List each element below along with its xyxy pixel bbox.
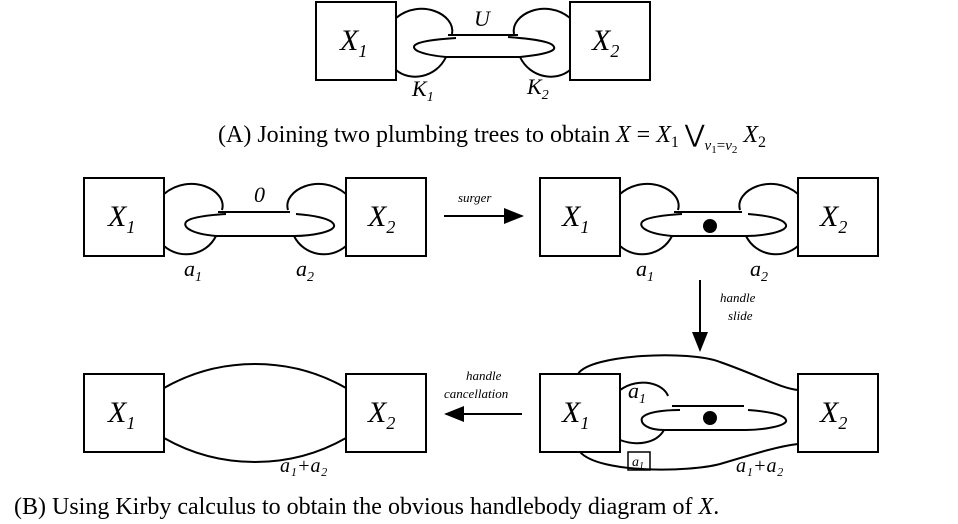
x1-box-b2 [539,177,621,257]
x2-box-b4 [345,373,427,453]
k1-label: K1 [411,76,434,105]
x2-box-b2 [797,177,879,257]
x1-label-b4: X1 [107,396,135,433]
k1-strand [395,7,454,78]
a1-framing-box [627,451,651,471]
caption-b: (B) Using Kirby calculus to obtain the o… [14,494,719,520]
a2-label-b1: a2 [296,256,314,285]
u-label: U [474,6,492,31]
x1-box-b4 [83,373,165,453]
x2-label-b4: X2 [367,396,395,433]
caption-a: (A) Joining two plumbing trees to obtain… [218,122,766,156]
x1-label-b2: X1 [561,200,589,237]
x1-box-a [315,1,397,81]
step-original [83,177,427,257]
x2-box-a [569,1,651,81]
surger-label: surger [458,190,492,205]
k2-strand [512,7,571,78]
sum-label-b3: a₁+a₂ [736,455,783,477]
a1-label-b1: a1 [184,256,202,285]
a2-label-b2: a2 [750,256,768,285]
a1-label-b2: a1 [636,256,654,285]
handle-cancellation-label-1: handle [466,368,502,383]
zero-label: 0 [254,182,265,207]
x1-label-a: X1 [339,24,367,61]
handle-slide-label-1: handle [720,290,756,305]
dotted-circle-top [703,219,717,233]
dotted-circle-bottom [703,411,717,425]
k2-label: K2 [526,74,549,103]
x2-label-a: X2 [591,24,619,61]
x2-box-b3 [797,373,879,453]
a1-label-b3: a1 [628,378,646,407]
handle-cancellation-label-2: cancellation [444,386,508,401]
step-final [83,363,427,463]
x2-label-b1: X2 [367,200,395,237]
a1-box-label: a1 [632,455,644,472]
step-slid [539,354,879,471]
x1-label-b1: X1 [107,200,135,237]
x2-box-b1 [345,177,427,257]
x2-label-b3: X2 [819,396,847,433]
handle-slide-label-2: slide [728,308,753,323]
u-unknot [412,34,556,58]
panel-a [315,1,651,81]
x1-label-b3: X1 [561,396,589,433]
x1-box-b1 [83,177,165,257]
step-surgered [539,177,879,257]
sum-label-b4: a₁+a₂ [280,455,327,477]
x2-label-b2: X2 [819,200,847,237]
